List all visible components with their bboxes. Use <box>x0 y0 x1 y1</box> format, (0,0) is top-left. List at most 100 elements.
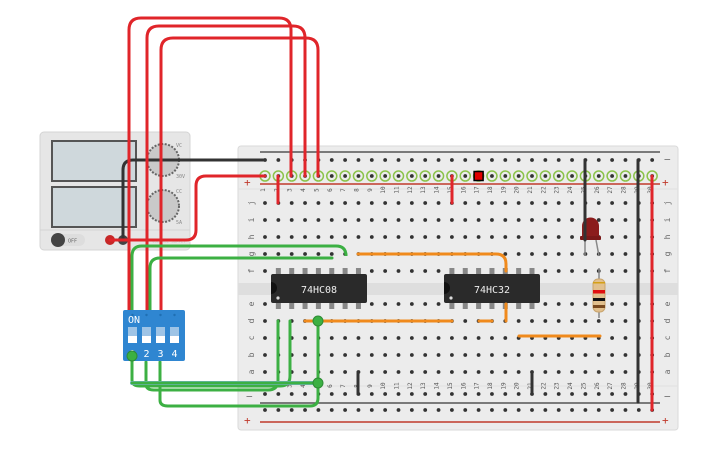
rail-hole[interactable] <box>396 158 401 162</box>
rail-hole[interactable] <box>490 392 494 396</box>
rail-hole[interactable] <box>596 392 601 396</box>
hole[interactable] <box>303 235 307 239</box>
hole[interactable] <box>490 235 494 239</box>
hole[interactable] <box>530 353 534 357</box>
hole[interactable] <box>423 218 428 222</box>
hole[interactable] <box>623 235 628 239</box>
hole[interactable] <box>543 269 548 273</box>
hole[interactable] <box>596 319 601 323</box>
rail-hole[interactable] <box>490 174 494 178</box>
hole[interactable] <box>623 201 628 205</box>
hole[interactable] <box>516 252 521 256</box>
rail-hole[interactable] <box>610 158 614 162</box>
rail-hole[interactable] <box>596 174 601 178</box>
rail-hole[interactable] <box>516 158 521 162</box>
rail-hole[interactable] <box>596 408 601 412</box>
hole[interactable] <box>263 302 267 306</box>
hole[interactable] <box>610 269 614 273</box>
hole[interactable] <box>303 370 307 374</box>
hole[interactable] <box>530 319 534 323</box>
black-wire-supply-ground[interactable] <box>121 158 267 242</box>
hole[interactable] <box>329 201 334 205</box>
hole[interactable] <box>610 336 614 340</box>
hole[interactable] <box>263 252 267 256</box>
hole[interactable] <box>503 218 508 222</box>
dip-toggle-slot[interactable] <box>128 327 137 343</box>
hole[interactable] <box>263 269 267 273</box>
rail-hole[interactable] <box>383 392 388 396</box>
dip-toggle-3[interactable] <box>156 336 165 343</box>
rail-hole[interactable] <box>463 408 468 412</box>
hole[interactable] <box>490 201 494 205</box>
hole[interactable] <box>409 336 414 340</box>
hole[interactable] <box>343 336 347 340</box>
chip-74hc08-body[interactable] <box>271 274 367 303</box>
rail-hole[interactable] <box>436 174 441 178</box>
rail-hole[interactable] <box>596 158 601 162</box>
hole[interactable] <box>436 353 441 357</box>
hole[interactable] <box>463 235 468 239</box>
hole[interactable] <box>396 218 401 222</box>
rail-hole[interactable] <box>516 392 521 396</box>
rail-hole[interactable] <box>450 158 454 162</box>
hole[interactable] <box>463 201 468 205</box>
rail-hole[interactable] <box>423 408 428 412</box>
hole[interactable] <box>503 370 508 374</box>
hole[interactable] <box>423 235 428 239</box>
hole[interactable] <box>516 235 521 239</box>
hole[interactable] <box>610 302 614 306</box>
hole[interactable] <box>436 370 441 374</box>
hole[interactable] <box>463 319 468 323</box>
rail-hole[interactable] <box>543 158 548 162</box>
hole[interactable] <box>623 353 628 357</box>
hole[interactable] <box>369 302 374 306</box>
hole[interactable] <box>409 235 414 239</box>
rail-hole[interactable] <box>329 158 334 162</box>
chip-74hc08[interactable]: 74HC08 <box>271 268 367 309</box>
hole[interactable] <box>476 218 481 222</box>
hole[interactable] <box>343 353 347 357</box>
hole[interactable] <box>289 252 294 256</box>
rail-hole[interactable] <box>423 174 428 178</box>
hole[interactable] <box>463 336 468 340</box>
rail-hole[interactable] <box>276 408 281 412</box>
hole[interactable] <box>369 269 374 273</box>
rail-hole[interactable] <box>329 174 334 178</box>
rail-hole[interactable] <box>276 158 281 162</box>
dip-toggle-4[interactable] <box>170 336 179 343</box>
rail-hole[interactable] <box>343 174 347 178</box>
rail-hole[interactable] <box>343 158 347 162</box>
hole[interactable] <box>356 336 361 340</box>
hole[interactable] <box>356 235 361 239</box>
hole[interactable] <box>503 252 508 256</box>
hole[interactable] <box>623 252 628 256</box>
hole[interactable] <box>503 353 508 357</box>
hole[interactable] <box>610 370 614 374</box>
hole[interactable] <box>596 218 601 222</box>
rail-hole[interactable] <box>356 408 361 412</box>
rail-hole[interactable] <box>570 392 574 396</box>
hole[interactable] <box>436 218 441 222</box>
hole[interactable] <box>503 201 508 205</box>
hole[interactable] <box>450 353 454 357</box>
hole[interactable] <box>356 218 361 222</box>
hole[interactable] <box>556 235 561 239</box>
hole[interactable] <box>369 370 374 374</box>
rail-hole[interactable] <box>610 392 614 396</box>
hole[interactable] <box>303 252 307 256</box>
hole[interactable] <box>383 235 388 239</box>
hole[interactable] <box>503 336 508 340</box>
rail-hole[interactable] <box>610 174 614 178</box>
hole[interactable] <box>436 336 441 340</box>
hole[interactable] <box>263 336 267 340</box>
green-wire-1[interactable] <box>130 244 348 357</box>
rail-hole[interactable] <box>356 174 361 178</box>
rail-hole[interactable] <box>409 174 414 178</box>
hole[interactable] <box>556 269 561 273</box>
chip-74hc32[interactable]: 74HC32 <box>444 268 540 309</box>
hole[interactable] <box>530 252 534 256</box>
dip-toggle-slot[interactable] <box>142 327 151 343</box>
hole[interactable] <box>623 336 628 340</box>
rail-hole[interactable] <box>369 174 374 178</box>
